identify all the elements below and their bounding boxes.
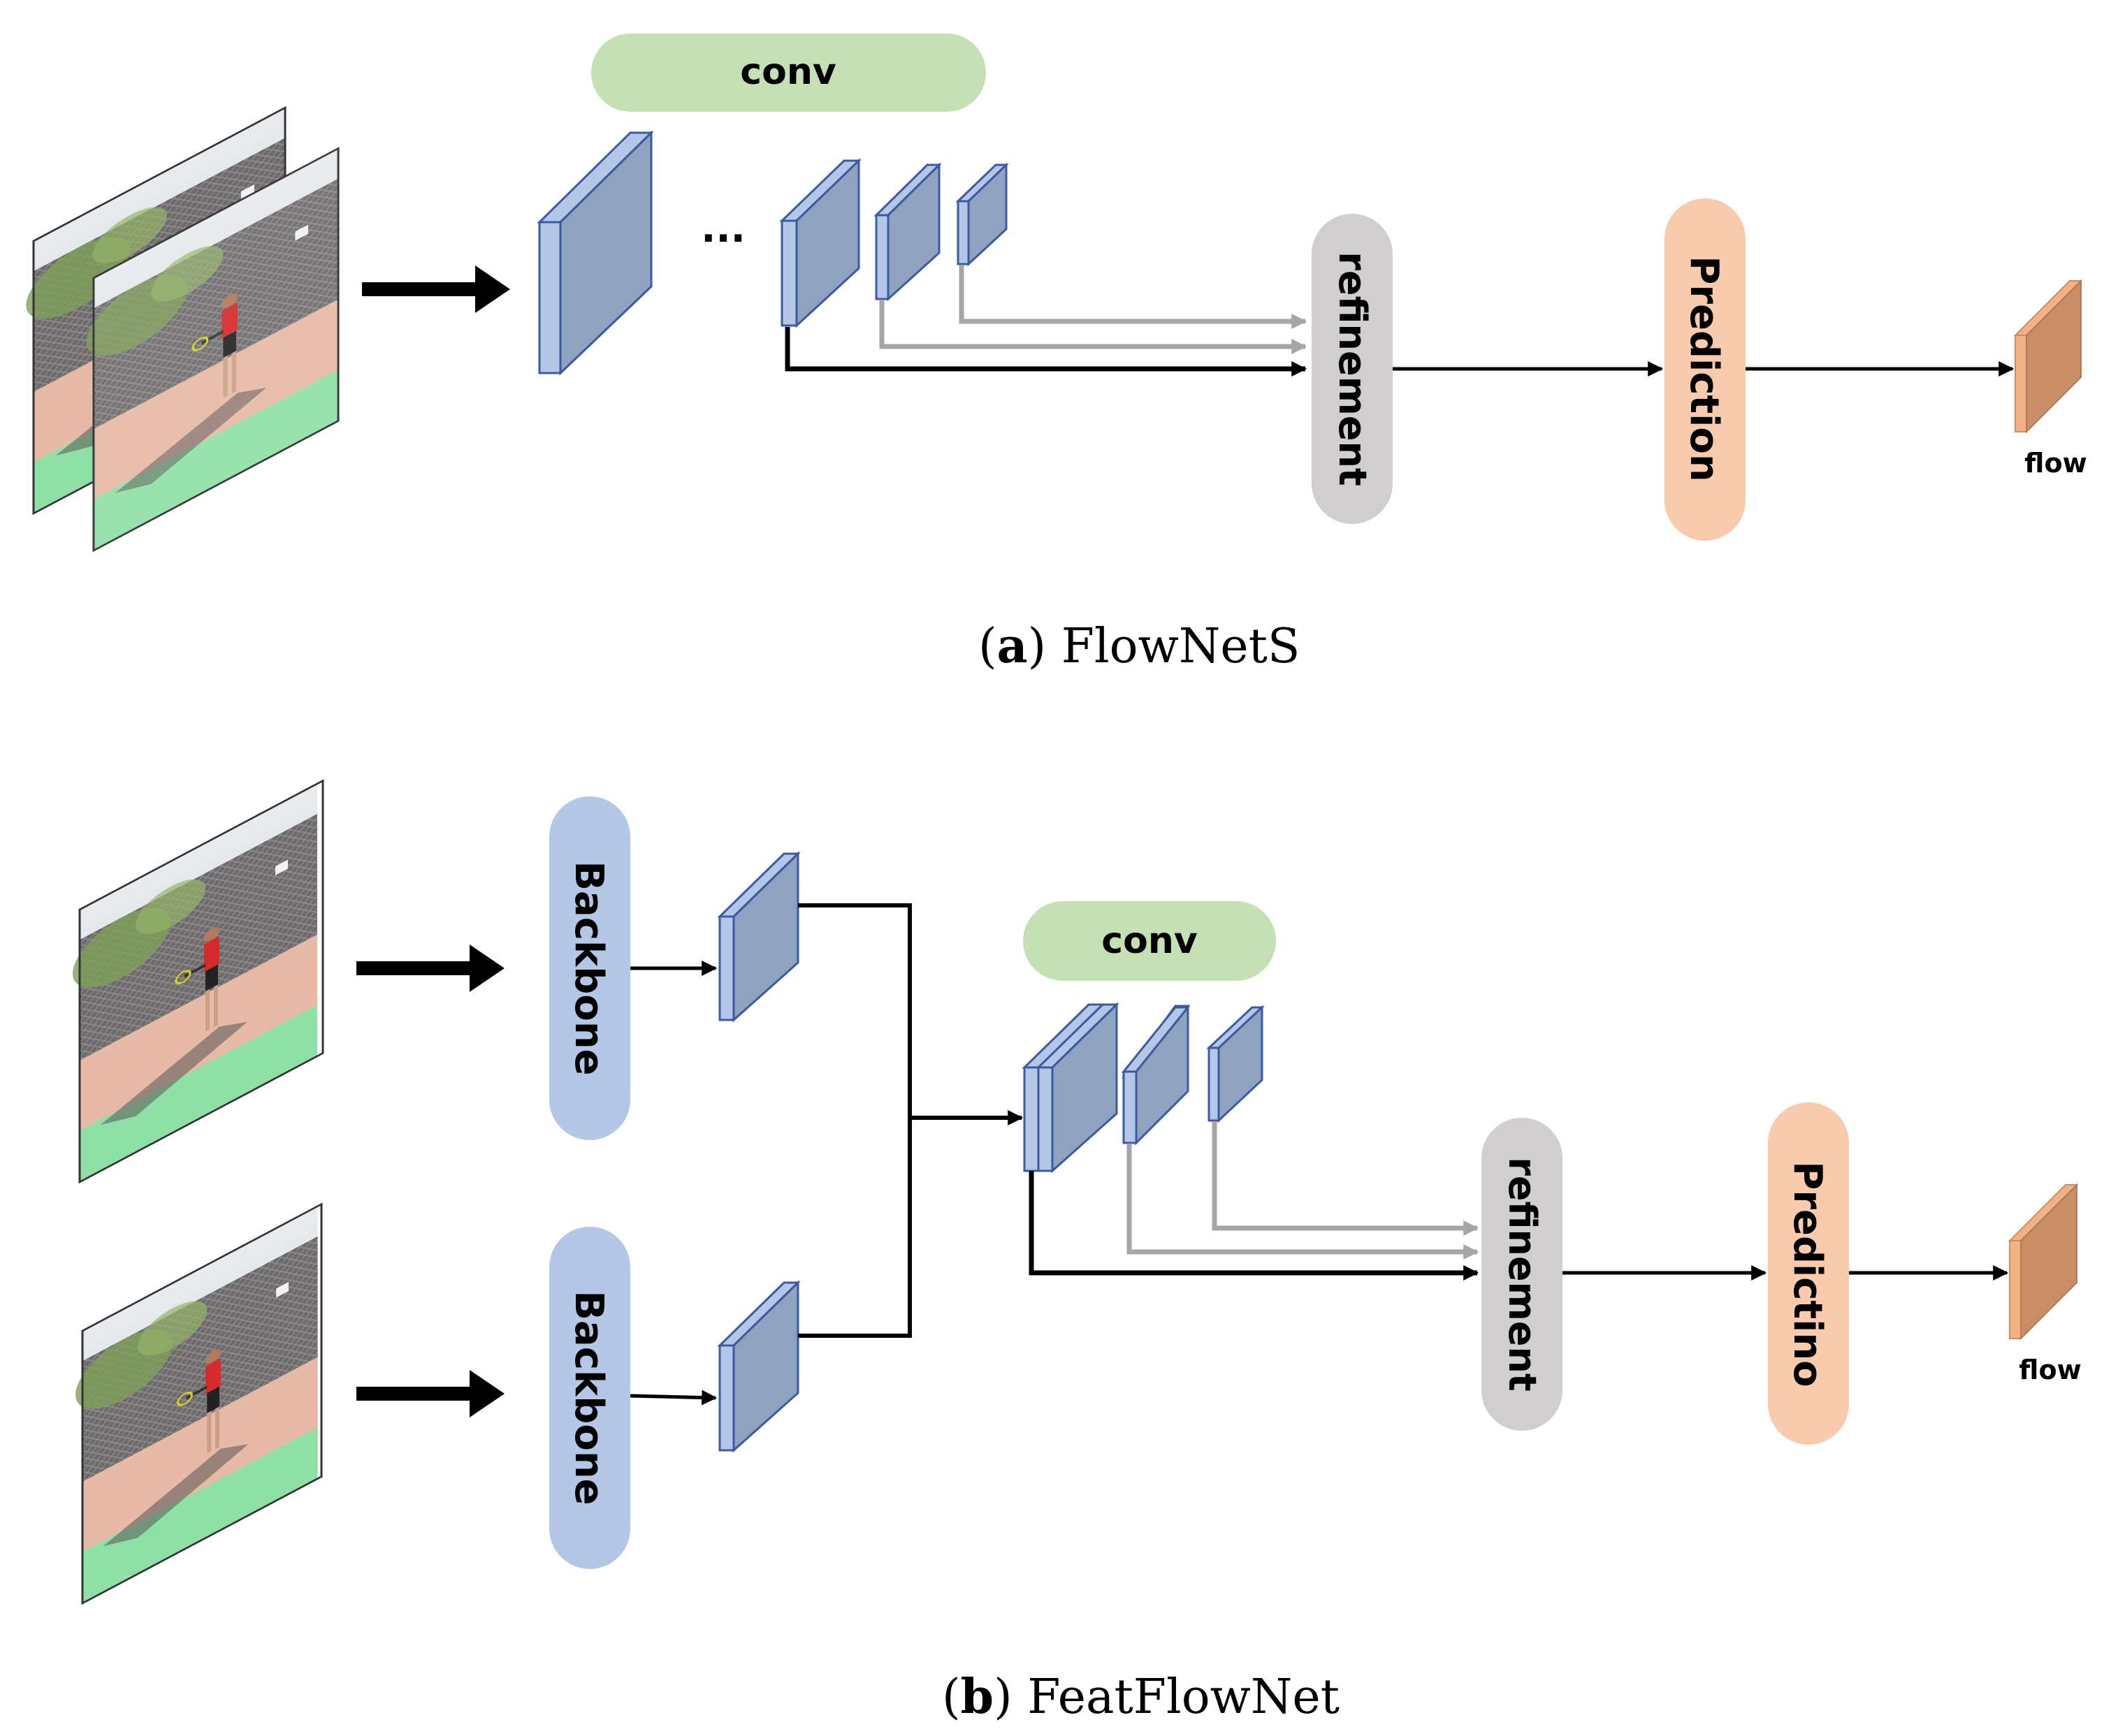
caption-b: (b) FeatFlowNet bbox=[942, 1669, 1340, 1725]
conv-label-b: conv bbox=[1101, 920, 1198, 962]
backbone-top-label: Backbone bbox=[566, 861, 611, 1075]
backbone-bottom: Backbone bbox=[549, 1227, 630, 1569]
skip-connection-b-3 bbox=[1212, 1122, 1479, 1236]
merge-connector-top bbox=[798, 903, 912, 1118]
feature-map-b-3 bbox=[1206, 1005, 1265, 1123]
caption-b-letter: b bbox=[961, 1669, 994, 1725]
flow-label-a: flow bbox=[2024, 448, 2087, 479]
skip-connection-b-2 bbox=[1126, 1144, 1479, 1260]
backbone-bottom-to-feature-arrow bbox=[630, 1389, 718, 1406]
conv-block-b: conv bbox=[1023, 901, 1276, 981]
prediction-label-a: Prediction bbox=[1681, 256, 1727, 481]
backbone-top: Backbone bbox=[549, 796, 630, 1140]
feature-map-4 bbox=[955, 162, 1009, 267]
conv-label-a: conv bbox=[740, 51, 836, 93]
flow-output-b bbox=[2008, 1183, 2079, 1341]
merge-connector-bottom bbox=[798, 1118, 912, 1338]
prediction-block-a: Prediction bbox=[1664, 198, 1746, 541]
caption-a-text: FlowNetS bbox=[1061, 619, 1300, 674]
main-connection-b bbox=[1029, 1171, 1479, 1281]
skip-connection-3 bbox=[879, 300, 1307, 354]
input-arrow-bottom-head bbox=[470, 1370, 505, 1417]
input-arrow-top-head bbox=[470, 944, 505, 992]
input-frame-front bbox=[85, 147, 340, 555]
flow-output-a bbox=[2013, 279, 2083, 434]
concatenated-feature-map bbox=[1022, 1002, 1119, 1174]
caption-a-letter: a bbox=[997, 618, 1028, 674]
panel-b: Backbone Backbone conv bbox=[71, 779, 2082, 1725]
caption-b-text: FeatFlowNet bbox=[1027, 1670, 1340, 1725]
input-frame-top bbox=[71, 779, 324, 1186]
ellipsis: ··· bbox=[701, 216, 746, 261]
refinement-label-a: refinement bbox=[1330, 251, 1374, 486]
flow-label-b: flow bbox=[2019, 1355, 2081, 1385]
refinement-label-b: refinement bbox=[1500, 1157, 1544, 1392]
input-arrow-head bbox=[475, 265, 510, 313]
refinement-block-a: refinement bbox=[1312, 214, 1393, 524]
feature-map-b-2 bbox=[1121, 1004, 1191, 1146]
input-frames-pair bbox=[24, 105, 340, 555]
backbone-feature-bottom bbox=[717, 1280, 801, 1453]
skip-connection-4 bbox=[959, 265, 1307, 329]
prediction-label-b: Predictino bbox=[1785, 1161, 1830, 1387]
refinement-block-b: refinement bbox=[1481, 1118, 1562, 1431]
feature-map-1 bbox=[537, 130, 654, 376]
feature-map-2 bbox=[779, 158, 862, 328]
caption-a: (a) FlowNetS bbox=[978, 618, 1300, 674]
conv-block-a: conv bbox=[591, 34, 986, 112]
main-connection bbox=[785, 327, 1307, 377]
panel-a: conv ··· bbox=[24, 34, 2087, 674]
backbone-feature-top bbox=[717, 851, 801, 1023]
feature-map-3 bbox=[873, 162, 942, 302]
prediction-block-b: Predictino bbox=[1768, 1102, 1849, 1445]
input-frame-bottom bbox=[74, 1202, 323, 1607]
backbone-bottom-label: Backbone bbox=[566, 1290, 611, 1505]
